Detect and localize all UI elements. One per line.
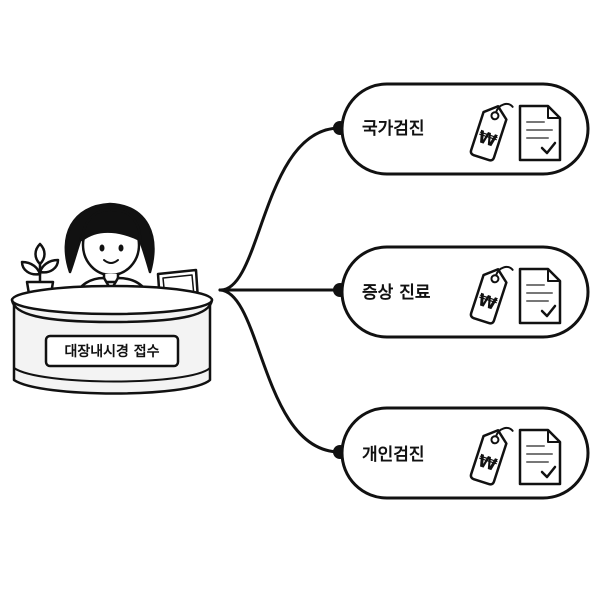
price-tag-hole xyxy=(490,111,500,121)
desk-counter-top xyxy=(10,284,214,316)
price-tag-body xyxy=(469,429,508,486)
price-tag-hole xyxy=(490,274,500,284)
checked-document-icon xyxy=(518,104,562,162)
plant-leaf-top xyxy=(34,242,46,266)
option-label-2: 개인검진 xyxy=(362,445,425,465)
won-price-tag-icon: ₩ xyxy=(469,426,514,486)
document-sheet xyxy=(518,104,562,162)
connector-top xyxy=(218,126,342,292)
option-label-1: 증상 진료 xyxy=(362,283,431,303)
option-card-0[interactable]: 국가검진 ₩ xyxy=(340,82,590,176)
document-sheet xyxy=(518,428,562,486)
desk-bottom-band xyxy=(13,367,211,383)
connector-bottom xyxy=(218,288,342,454)
option-card-2[interactable]: 개인검진 ₩ xyxy=(340,406,590,500)
branch-connectors xyxy=(218,121,347,459)
price-tag-string xyxy=(495,102,514,113)
won-price-tag-icon: ₩ xyxy=(469,102,514,162)
document-sheet xyxy=(518,267,562,325)
won-price-tag-icon: ₩ xyxy=(469,265,514,325)
plant-leaf-right xyxy=(38,258,60,274)
document-fold xyxy=(547,106,560,119)
desk-counter-edge xyxy=(10,298,214,324)
option-card-1[interactable]: 증상 진료 ₩ xyxy=(340,245,590,339)
receptionist-eye-left xyxy=(99,244,105,252)
receptionist-bangs xyxy=(80,208,142,242)
checked-document-icon xyxy=(518,428,562,486)
document-fold xyxy=(547,269,560,282)
option-label-0: 국가검진 xyxy=(362,119,425,139)
check-mark-icon xyxy=(540,465,557,479)
receptionist-smile xyxy=(103,259,119,264)
price-tag-string xyxy=(495,426,514,437)
checked-document-icon xyxy=(518,267,562,325)
check-mark-icon xyxy=(540,304,557,318)
price-tag-body xyxy=(469,105,508,162)
receptionist-eye-right xyxy=(118,244,124,252)
document-fold xyxy=(547,430,560,443)
receptionist-avatar xyxy=(64,202,155,300)
price-tag-body xyxy=(469,268,508,325)
reception-desk-illustration xyxy=(10,202,214,395)
plant-leaf-left xyxy=(20,260,42,276)
price-tag-string xyxy=(495,265,514,276)
price-tag-hole xyxy=(490,435,500,445)
check-mark-icon xyxy=(540,141,557,155)
reception-sign-label: 대장내시경 접수 xyxy=(64,343,159,360)
reception-sign-plate xyxy=(44,334,180,368)
